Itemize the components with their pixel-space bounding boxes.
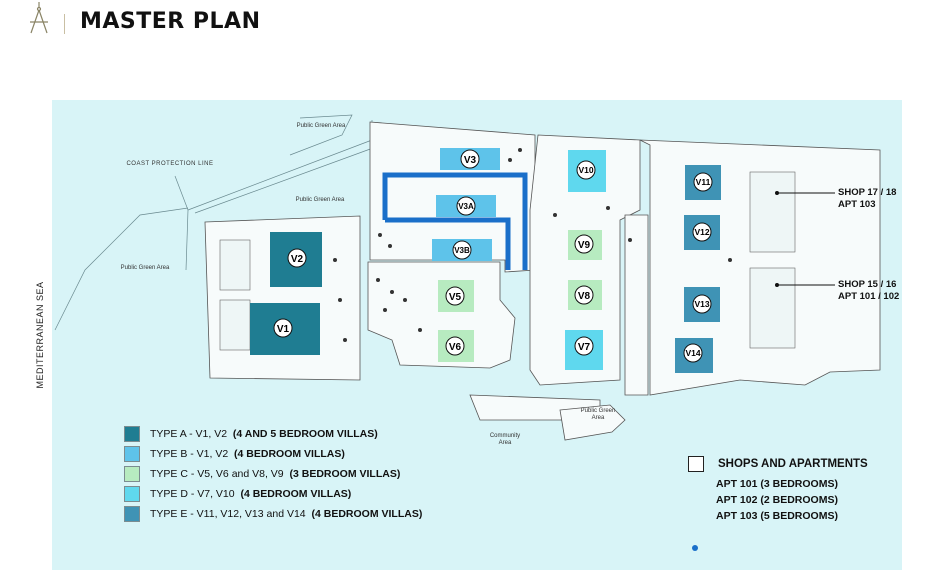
shops-item: APT 101 (3 BEDROOMS) (716, 478, 838, 490)
site-land (204, 121, 881, 441)
page-indicator-dot[interactable] (692, 545, 698, 551)
villa-v10[interactable]: V10 (568, 150, 606, 192)
highlight-outline (382, 172, 528, 270)
legend-label: TYPE E - V11, V12, V13 and V14 (150, 508, 306, 520)
svg-text:V14: V14 (685, 348, 700, 358)
svg-text:V9: V9 (578, 240, 591, 251)
legend-swatch (124, 486, 140, 502)
svg-text:V12: V12 (694, 227, 709, 237)
svg-text:V6: V6 (449, 342, 462, 353)
legend-detail: (3 BEDROOM VILLAS) (289, 468, 401, 480)
header-divider (64, 14, 65, 34)
label-green-left: Public Green Area (120, 265, 170, 271)
svg-text:V1: V1 (277, 324, 290, 335)
villa-v3a[interactable]: V3A (436, 195, 496, 217)
header: MASTER PLAN (0, 0, 950, 50)
villa-v1[interactable]: V1 (250, 303, 320, 355)
svg-text:V13: V13 (694, 299, 709, 309)
label-green-bottom: Public Green Area (580, 408, 616, 421)
shops-legend: SHOPS AND APARTMENTS APT 101 (3 BEDROOMS… (688, 456, 868, 524)
shops-item: APT 102 (2 BEDROOMS) (716, 494, 838, 506)
page-title: MASTER PLAN (80, 9, 261, 34)
callout-line1: SHOP 17 / 18 (838, 187, 897, 198)
svg-text:V5: V5 (449, 292, 462, 303)
callout-line2: APT 101 / 102 (838, 291, 900, 302)
coast-lines (54, 114, 374, 331)
villa-v5[interactable]: V5 (438, 280, 474, 312)
svg-text:V11: V11 (696, 177, 711, 187)
villa-v9[interactable]: V9 (568, 230, 602, 260)
legend-detail: (4 BEDROOM VILLAS) (234, 448, 345, 460)
villa-v6[interactable]: V6 (438, 330, 474, 362)
legend-label: TYPE C - V5, V6 and V8, V9 (150, 468, 284, 480)
legend-label: TYPE D - V7, V10 (150, 488, 235, 500)
callout-line2: APT 103 (838, 199, 876, 210)
legend-detail: (4 AND 5 BEDROOM VILLAS) (232, 428, 378, 440)
legend-swatch (124, 426, 140, 442)
buildings-shops (219, 171, 796, 351)
svg-text:V3B: V3B (454, 246, 470, 255)
callout-line1: SHOP 15 / 16 (838, 279, 897, 290)
villa-v2[interactable]: V2 (270, 232, 322, 287)
label-sea: MEDITERRANEAN SEA (35, 281, 45, 389)
legend-label: TYPE A - V1, V2 (150, 428, 228, 440)
villa-v8[interactable]: V8 (568, 280, 602, 310)
label-coast-line: COAST PROTECTION LINE (126, 161, 214, 167)
svg-text:V10: V10 (578, 165, 593, 175)
legend-swatch (124, 466, 140, 482)
callout-lines (775, 191, 835, 287)
legend-type-d: TYPE D - V7, V10 (4 BEDROOM VILLAS) (124, 484, 422, 504)
shops-title: SHOPS AND APARTMENTS (718, 458, 868, 470)
shops-swatch (688, 456, 704, 472)
legend-swatch (124, 446, 140, 462)
callout-shop-17-18: SHOP 17 / 18 APT 103 (838, 187, 896, 211)
villa-type-legend: TYPE A - V1, V2 (4 AND 5 BEDROOM VILLAS)… (124, 424, 422, 524)
svg-text:V3A: V3A (458, 202, 474, 211)
legend-type-e: TYPE E - V11, V12, V13 and V14 (4 BEDROO… (124, 504, 422, 524)
villa-v14[interactable]: V14 (675, 338, 713, 373)
villa-v11[interactable]: V11 (685, 165, 721, 200)
legend-type-b: TYPE B - V1, V2 (4 BEDROOM VILLAS) (124, 444, 422, 464)
villas: V2 V1 V3 V3A V3B V5 V6 V10 V9 V8 V7 V11 … (250, 148, 721, 373)
label-community-area: Community Area (489, 433, 521, 446)
legend-type-a: TYPE A - V1, V2 (4 AND 5 BEDROOM VILLAS) (124, 424, 422, 444)
svg-text:V3: V3 (464, 155, 477, 166)
legend-detail: (4 BEDROOM VILLAS) (311, 508, 423, 520)
villa-v7[interactable]: V7 (565, 330, 603, 370)
compass-icon (30, 2, 48, 34)
shops-item: APT 103 (5 BEDROOMS) (716, 510, 838, 522)
legend-swatch (124, 506, 140, 522)
svg-text:V7: V7 (578, 342, 591, 353)
callout-shop-15-16: SHOP 15 / 16 APT 101 / 102 (838, 279, 899, 303)
legend-detail: (4 BEDROOM VILLAS) (240, 488, 352, 500)
svg-text:V8: V8 (578, 291, 591, 302)
villa-v3b[interactable]: V3B (432, 239, 492, 261)
label-green-mid: Public Green Area (295, 197, 345, 203)
villa-v12[interactable]: V12 (684, 215, 720, 250)
legend-type-c: TYPE C - V5, V6 and V8, V9 (3 BEDROOM VI… (124, 464, 422, 484)
svg-text:V2: V2 (291, 254, 304, 265)
tree-dots (333, 148, 732, 342)
label-green-top: Public Green Area (296, 123, 346, 129)
villa-v13[interactable]: V13 (684, 287, 720, 322)
legend-label: TYPE B - V1, V2 (150, 448, 229, 460)
villa-v3[interactable]: V3 (440, 148, 500, 170)
